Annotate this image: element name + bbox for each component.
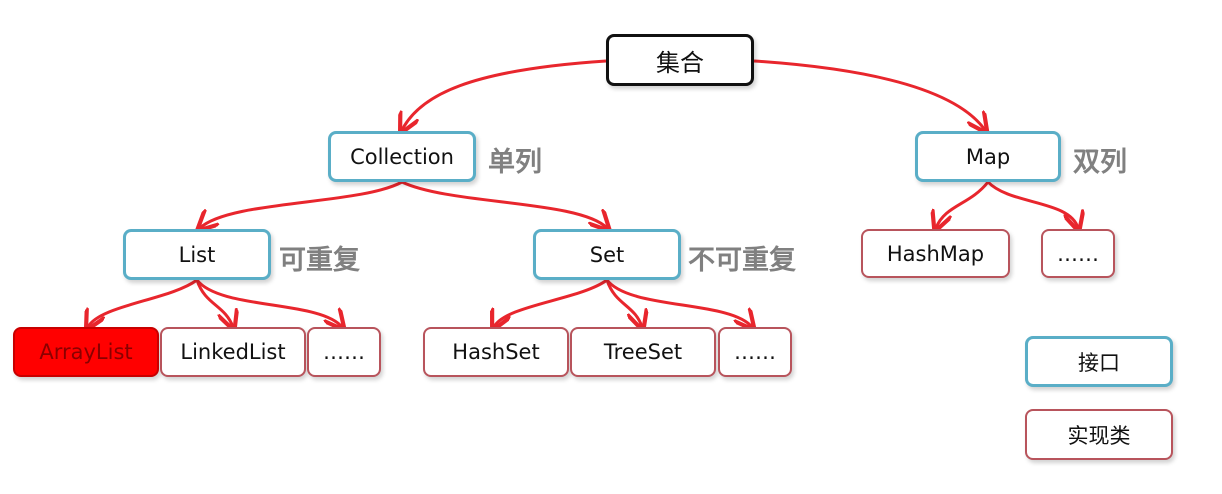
node-hashmap-label: HashMap <box>886 241 985 266</box>
node-root-label: 集合 <box>656 48 704 77</box>
node-hashmap-class: HashMap <box>861 229 1010 278</box>
tag-single-column: 单列 <box>488 147 542 178</box>
node-arraylist-class: ArrayList <box>13 327 159 377</box>
node-map-more-class: …… <box>1041 229 1115 278</box>
node-map-label: Map <box>965 144 1011 169</box>
node-arraylist-label: ArrayList <box>39 340 133 364</box>
arrow-root-to-collection <box>402 59 607 130</box>
node-list-label: List <box>178 242 216 267</box>
arrow-root-to-map <box>753 59 985 130</box>
legend-implementation: 实现类 <box>1025 409 1173 460</box>
arrow-list-to-linkedlist <box>195 279 233 327</box>
node-treeset-class: TreeSet <box>570 327 716 377</box>
arrow-map-to-hashmap <box>936 181 990 228</box>
arrow-list-to-more <box>195 279 342 327</box>
node-set-more-class: …… <box>718 327 792 377</box>
arrow-collection-to-set <box>401 180 607 228</box>
node-hashset-class: HashSet <box>423 327 569 377</box>
arrow-set-to-hashset <box>494 278 608 327</box>
arrow-list-to-arraylist <box>88 278 198 327</box>
node-map-more-label: …… <box>1057 241 1099 266</box>
arrow-collection-to-list <box>200 180 403 228</box>
node-set-label: Set <box>589 242 625 267</box>
legend-interface: 接口 <box>1025 336 1173 387</box>
node-root-collections: 集合 <box>606 34 754 86</box>
tag-double-column: 双列 <box>1073 147 1127 178</box>
tag-non-repeatable: 不可重复 <box>688 245 796 276</box>
node-linkedlist-class: LinkedList <box>160 327 306 377</box>
arrow-set-to-treeset <box>605 279 642 327</box>
legend-interface-label: 接口 <box>1078 350 1120 375</box>
node-collection-interface: Collection <box>328 131 476 182</box>
node-list-more-class: …… <box>307 327 381 377</box>
node-linkedlist-label: LinkedList <box>180 340 286 364</box>
node-hashset-label: HashSet <box>452 340 540 364</box>
legend-implementation-label: 实现类 <box>1067 423 1131 448</box>
node-list-more-label: …… <box>323 340 365 364</box>
node-set-more-label: …… <box>734 340 776 364</box>
node-map-interface: Map <box>915 131 1061 182</box>
arrow-map-to-more <box>986 180 1078 228</box>
arrow-set-to-more <box>605 279 752 327</box>
tag-repeatable: 可重复 <box>279 245 360 276</box>
node-treeset-label: TreeSet <box>603 340 683 364</box>
node-set-interface: Set <box>533 229 681 280</box>
node-list-interface: List <box>123 229 271 280</box>
node-collection-label: Collection <box>350 144 454 169</box>
